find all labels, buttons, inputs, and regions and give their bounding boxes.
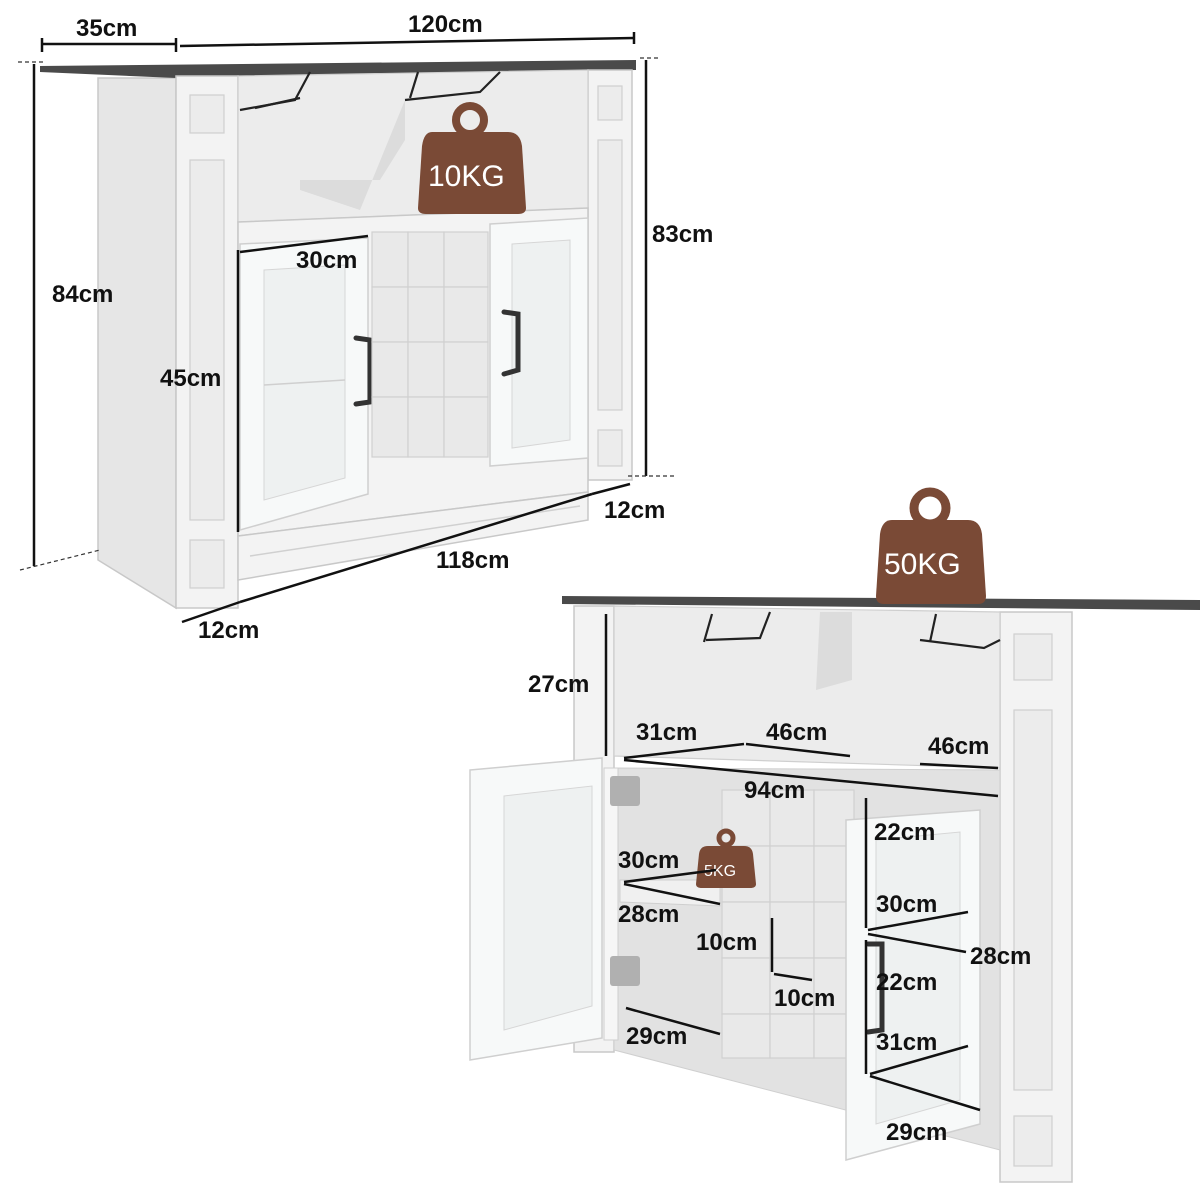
shelf-height-label: 27cm [528, 671, 589, 698]
right-shelf-depth-label: 28cm [970, 943, 1031, 970]
top-dimensions: 35cm 120cm 84cm 83cm 30cm 45cm 118cm 12c… [18, 11, 713, 644]
base-depth-right-label: 12cm [604, 497, 665, 524]
total-height-label: 84cm [52, 281, 113, 308]
left-shelf-width-label: 30cm [618, 847, 679, 874]
wine-rack-open [721, 789, 855, 1059]
weight-label-50: 50KG [884, 548, 961, 581]
door-height-label: 45cm [160, 365, 221, 392]
right-bottom-depth-label: 29cm [886, 1119, 947, 1146]
cube-height-label: 10cm [696, 929, 757, 956]
open-width-left-label: 31cm [636, 719, 697, 746]
open-shelf [237, 69, 589, 223]
base-depth-right-line [591, 482, 631, 496]
weight-badge-10kg: 10KG [418, 102, 526, 214]
width-label: 120cm [408, 11, 483, 38]
weight-badge-50kg: 50KG [876, 487, 986, 604]
left-bottom-width-label: 29cm [626, 1023, 687, 1050]
side-panel [97, 77, 177, 610]
bottom-hinge [610, 956, 640, 986]
top-hinge [610, 776, 640, 806]
open-door-handle [865, 941, 885, 1035]
weight-label: 10KG [428, 160, 505, 193]
door-width-label: 30cm [296, 247, 357, 274]
base-depth-left-label: 12cm [198, 617, 259, 644]
left-door-handle [353, 335, 373, 407]
bottom-dimensions: 27cm 31cm 46cm 46cm 94cm 30cm 28cm 29cm … [528, 614, 1031, 1146]
weight-label-5: 5KG [704, 863, 736, 880]
weight-badge-5kg: 5KG [696, 828, 756, 888]
door-width-line [239, 234, 369, 254]
depth-label: 35cm [76, 15, 137, 42]
base-depth-left-line [181, 600, 241, 624]
cube-width-label: 10cm [774, 985, 835, 1012]
cabinet-front-view [40, 60, 636, 610]
base-width-line [239, 492, 593, 604]
right-door-handle [501, 309, 521, 377]
base-board [237, 491, 589, 581]
right-bottom-width-label: 31cm [876, 1029, 937, 1056]
body-height-label: 83cm [652, 221, 713, 248]
countertop [40, 60, 636, 78]
base-width-label: 118cm [436, 547, 509, 574]
wine-rack [371, 231, 489, 458]
inner-width-label: 94cm [744, 777, 805, 804]
open-width-right-label: 46cm [928, 733, 989, 760]
right-shelf-width-label: 30cm [876, 891, 937, 918]
right-lower-height-label: 22cm [876, 969, 937, 996]
left-shelf-depth-label: 28cm [618, 901, 679, 928]
width-dimension-line [179, 36, 635, 48]
right-top-height-label: 22cm [874, 819, 935, 846]
open-width-mid-label: 46cm [766, 719, 827, 746]
